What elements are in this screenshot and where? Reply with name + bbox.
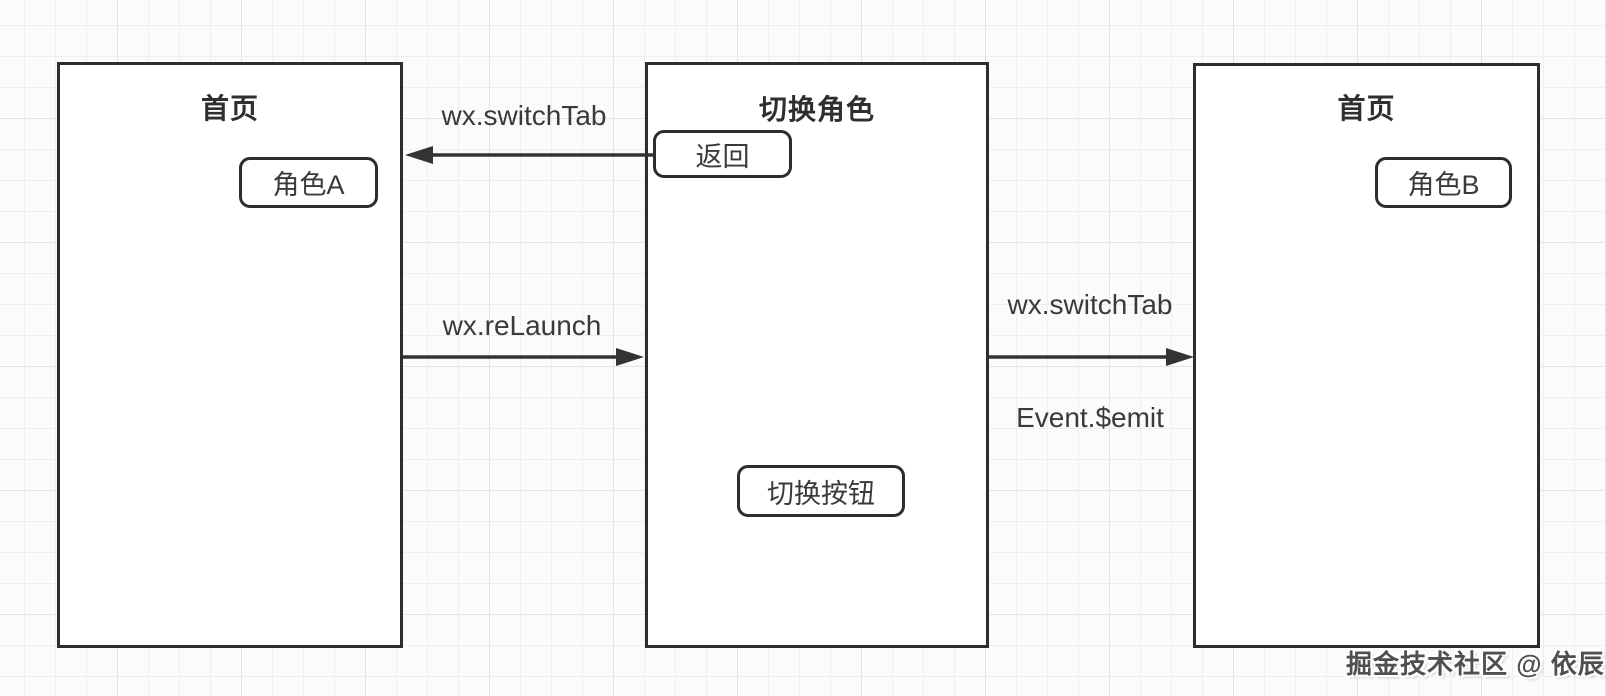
- panel-home-b-title: 首页: [1337, 93, 1396, 124]
- switch-button: 切换按钮: [737, 465, 905, 517]
- panel-home-a: [57, 62, 403, 648]
- role-a-button: 角色A: [239, 157, 378, 208]
- back-button: 返回: [653, 130, 792, 178]
- watermark: 掘金技术社区 @ 依辰: [1346, 649, 1605, 679]
- arrow-switchtab-to-left: [405, 146, 653, 164]
- arrow-switchtab-to-right: [989, 348, 1194, 366]
- arrow-label-relaunch: wx.reLaunch: [442, 310, 602, 341]
- switch-button-label: 切换按钮: [767, 478, 875, 509]
- arrow-label-switchtab-right: wx.switchTab: [1007, 289, 1173, 320]
- arrow-label-switchtab-left: wx.switchTab: [441, 100, 607, 131]
- back-button-label: 返回: [695, 141, 750, 172]
- role-b-button-label: 角色B: [1407, 170, 1480, 200]
- arrow-label-event-emit: Event.$emit: [1016, 402, 1164, 433]
- role-b-button: 角色B: [1375, 157, 1512, 208]
- panel-home-b: [1193, 63, 1540, 648]
- role-a-button-label: 角色A: [272, 170, 345, 200]
- panel-switch-role-title: 切换角色: [758, 94, 875, 125]
- arrow-relaunch-to-middle: [403, 348, 644, 366]
- panel-home-a-title: 首页: [200, 93, 259, 124]
